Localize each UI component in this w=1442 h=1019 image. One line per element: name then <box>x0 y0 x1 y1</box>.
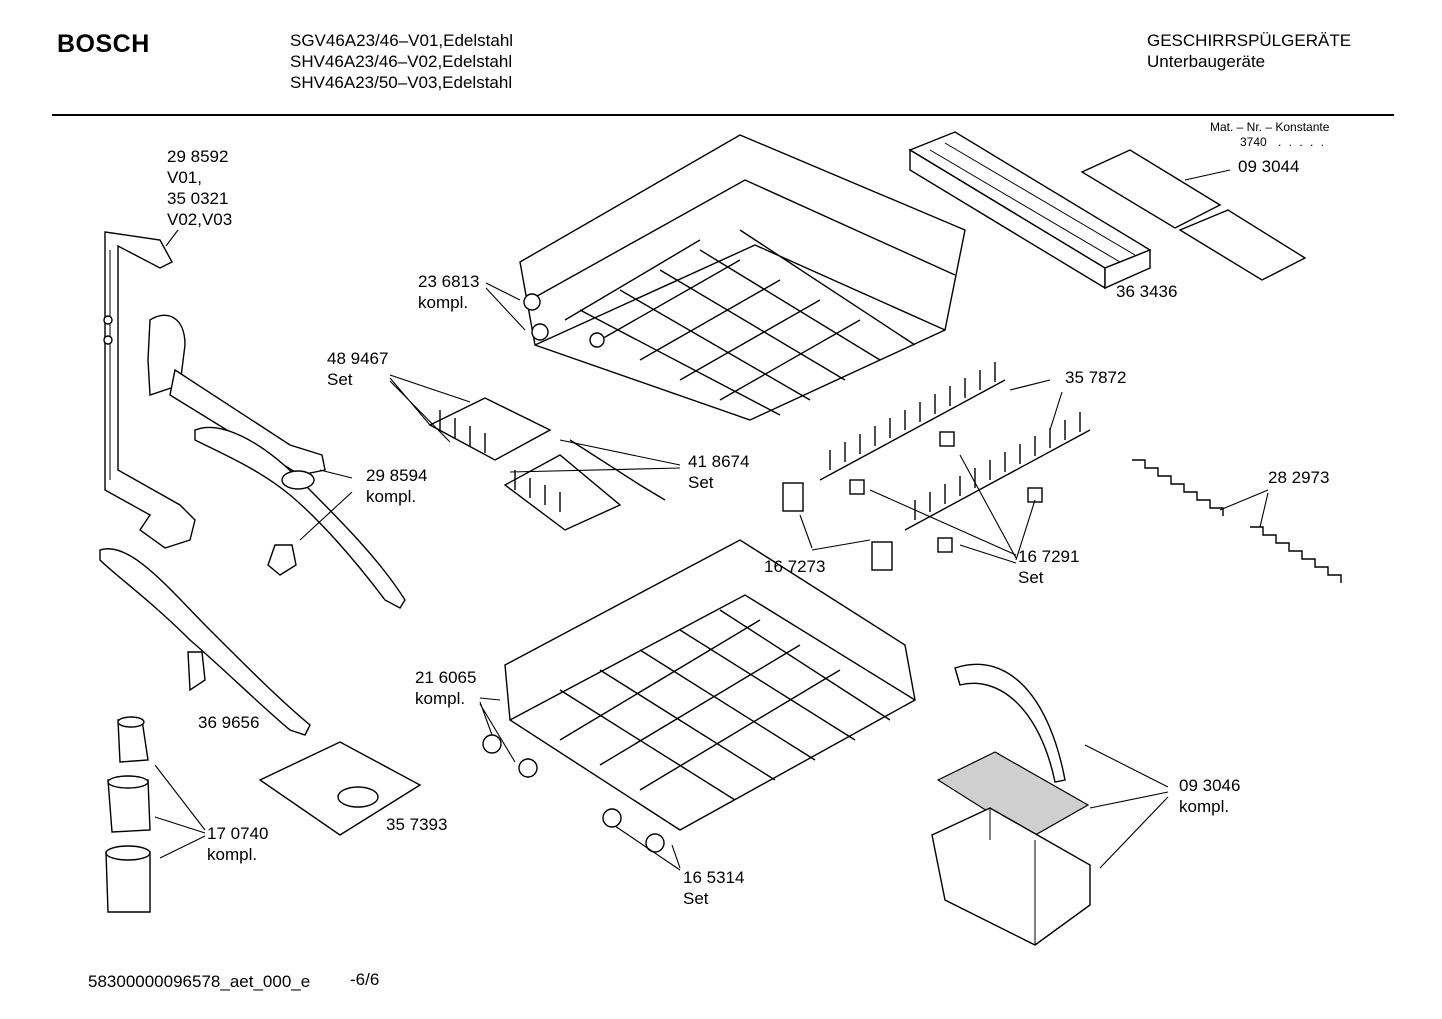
label-line: 29 8594 <box>366 466 428 485</box>
label-line: kompl. <box>418 293 469 312</box>
label-36-9656: 36 9656 <box>198 712 259 733</box>
label-line: kompl. <box>366 487 417 506</box>
label-line: kompl. <box>1179 797 1230 816</box>
label-line: Set <box>683 889 709 908</box>
label-line: 28 2973 <box>1268 468 1330 487</box>
cutlery-insert-part <box>1080 149 1307 281</box>
label-17-0740: 17 0740 kompl. <box>207 823 268 865</box>
lower-basket-part <box>482 539 916 853</box>
filter-set-part <box>105 716 151 913</box>
model-line: SGV46A23/46–V01,Edelstahl <box>290 31 514 50</box>
label-line: Set <box>327 370 353 389</box>
label-line: 23 6813 <box>418 272 480 291</box>
label-09-3044: 09 3044 <box>1238 156 1299 177</box>
label-line: 35 0321 <box>167 189 229 208</box>
leader-lines <box>154 169 1269 871</box>
constant-label: Mat. – Nr. – Konstante <box>1210 120 1330 134</box>
document-id: 58300000096578_aet_000_e <box>88 972 311 991</box>
constant-value: 3740 <box>1240 135 1267 149</box>
label-41-8674: 41 8674 Set <box>688 451 749 493</box>
label-23-6813: 23 6813 kompl. <box>418 271 479 313</box>
label-21-6065: 21 6065 kompl. <box>415 667 476 709</box>
label-line: 16 7291 <box>1018 547 1080 566</box>
tine-row-part <box>819 362 1091 531</box>
label-28-2973: 28 2973 <box>1268 467 1329 488</box>
label-line: 41 8674 <box>688 452 750 471</box>
label-36-3436: 36 3436 <box>1116 281 1177 302</box>
header-divider <box>52 114 1394 116</box>
lower-spray-arm-part <box>194 426 406 609</box>
cutlery-basket-part <box>931 663 1091 946</box>
upper-spray-arm-part <box>147 314 326 476</box>
step-strip-part <box>1132 459 1342 583</box>
label-16-5314: 16 5314 Set <box>683 867 744 909</box>
label-35-7393: 35 7393 <box>386 814 447 835</box>
label-line: 16 5314 <box>683 868 745 887</box>
label-line: 21 6065 <box>415 668 477 687</box>
label-16-7273: 16 7273 <box>764 556 825 577</box>
middle-spray-arm-part <box>99 548 311 736</box>
page-number: -6/6 <box>350 970 380 989</box>
category-block: GESCHIRRSPÜLGERÄTE Unterbaugeräte <box>1147 30 1351 72</box>
label-29-8594: 29 8594 kompl. <box>366 465 427 507</box>
brand-logo: BOSCH <box>57 30 150 58</box>
label-line: 09 3044 <box>1238 157 1300 176</box>
model-list: SGV46A23/46–V01,Edelstahl SHV46A23/46–V0… <box>290 30 513 93</box>
label-35-7872: 35 7872 <box>1065 367 1126 388</box>
category-subtitle: Unterbaugeräte <box>1147 52 1266 71</box>
cutlery-rack-part <box>908 131 1152 290</box>
label-line: V01, <box>167 168 202 187</box>
label-line: Set <box>688 473 714 492</box>
label-line: Set <box>1018 568 1044 587</box>
label-line: kompl. <box>415 689 466 708</box>
flat-filter-part <box>258 741 422 836</box>
label-line: 09 3046 <box>1179 776 1241 795</box>
upper-basket-part <box>519 134 966 421</box>
category-title: GESCHIRRSPÜLGERÄTE <box>1147 31 1352 50</box>
label-line: 36 3436 <box>1116 282 1178 301</box>
model-line: SHV46A23/46–V02,Edelstahl <box>290 52 513 71</box>
label-line: V02,V03 <box>167 210 233 229</box>
clip-part <box>782 431 1043 571</box>
label-line: 36 9656 <box>198 713 260 732</box>
label-line: 48 9467 <box>327 349 389 368</box>
rack-insert-part <box>428 397 666 531</box>
label-line: kompl. <box>207 845 258 864</box>
constant-dots: . . . . . <box>1278 135 1327 149</box>
label-48-9467: 48 9467 Set <box>327 348 388 390</box>
label-line: 35 7393 <box>386 815 448 834</box>
supply-pipe-part <box>103 231 196 549</box>
label-line: 29 8592 <box>167 147 229 166</box>
label-line: 16 7273 <box>764 557 826 576</box>
model-line: SHV46A23/50–V03,Edelstahl <box>290 73 513 92</box>
label-16-7291: 16 7291 Set <box>1018 546 1079 588</box>
label-09-3046: 09 3046 kompl. <box>1179 775 1240 817</box>
label-line: 17 0740 <box>207 824 269 843</box>
label-line: 35 7872 <box>1065 368 1127 387</box>
label-29-8592: 29 8592 V01, 35 0321 V02,V03 <box>167 146 232 230</box>
